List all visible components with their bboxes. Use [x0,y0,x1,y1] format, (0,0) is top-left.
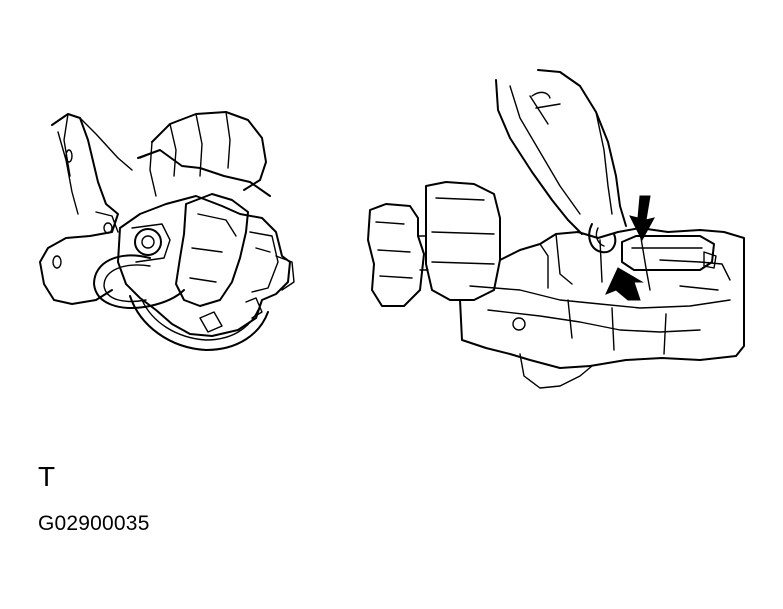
press-arrow-bottom [605,267,644,301]
ignition-switch-assembly-icon [39,111,295,351]
figure-code: G02900035 [38,512,150,535]
steering-lock-housing-icon [367,69,745,389]
view-letter: T [38,461,56,492]
press-arrow-top [629,195,655,242]
